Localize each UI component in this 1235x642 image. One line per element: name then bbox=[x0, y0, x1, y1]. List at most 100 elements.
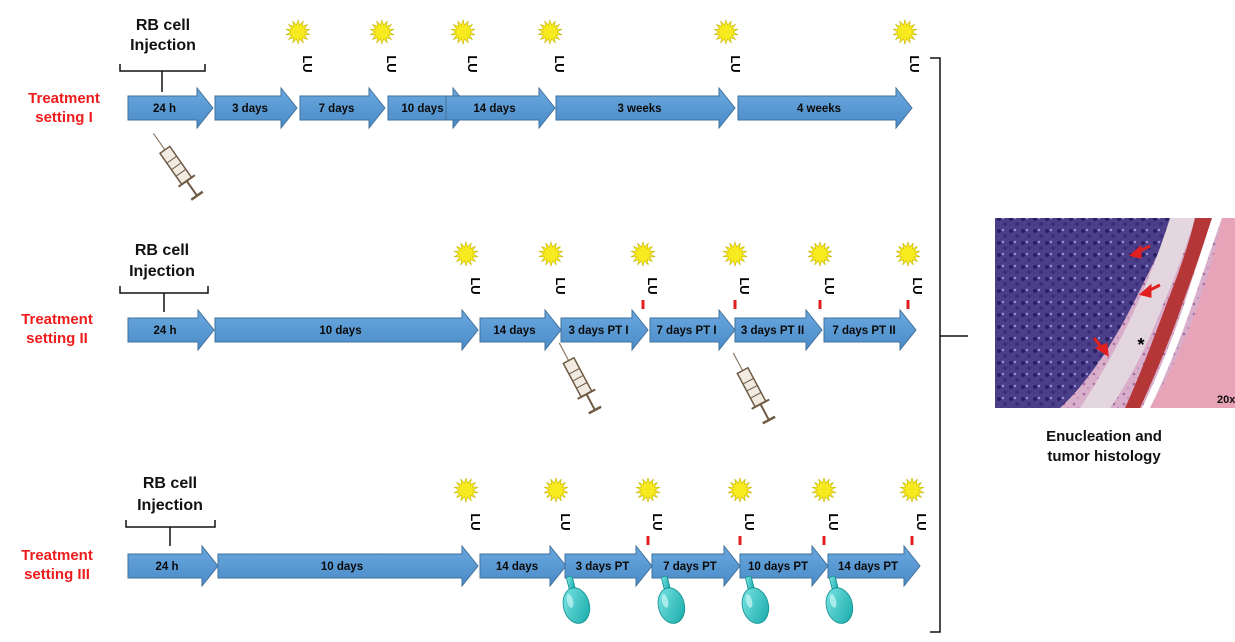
histology-caption-line1: Enucleation and bbox=[1046, 428, 1162, 445]
timeline-arrow: 3 days bbox=[214, 86, 298, 130]
lu-label: LU bbox=[737, 277, 752, 294]
injection-brace bbox=[119, 286, 209, 312]
asterisk-marker: * bbox=[1137, 335, 1144, 355]
arrow-label: 3 days PT bbox=[576, 561, 630, 573]
arrow-label: 7 days PT II bbox=[832, 325, 895, 337]
arrow-shape bbox=[214, 308, 479, 352]
arrow-label: 14 days PT bbox=[838, 561, 898, 573]
injection-label-line1: RB cell bbox=[143, 475, 197, 492]
lu-label: LU bbox=[910, 277, 925, 294]
sun-icon bbox=[811, 476, 837, 504]
arrow-label: 3 days bbox=[232, 103, 268, 115]
eye-dropper-icon bbox=[741, 575, 770, 624]
arrow-label: 10 days bbox=[321, 561, 363, 573]
timeline-arrow: 10 days PT bbox=[739, 544, 829, 588]
injection-label-line2: Injection bbox=[137, 497, 203, 514]
arrow-label: 7 days PT I bbox=[656, 325, 716, 337]
lu-marker: LU bbox=[453, 476, 483, 531]
eye-dropper-icon bbox=[562, 575, 591, 624]
sun-icon bbox=[727, 476, 753, 504]
injection-label-row-1: RB cell Injection bbox=[119, 17, 206, 92]
lu-label: LU bbox=[742, 513, 757, 530]
eye-dropper-icon bbox=[657, 575, 686, 624]
timeline-row-3: 24 h 10 days 14 days 3 days PT 7 days PT 10 d… bbox=[127, 544, 921, 588]
timeline-arrow: 14 days PT bbox=[827, 544, 921, 588]
timeline-arrow: 10 days bbox=[217, 544, 479, 588]
lu-label: LU bbox=[914, 513, 929, 530]
timeline-arrow: 3 days PT II bbox=[734, 308, 823, 352]
arrow-label: 24 h bbox=[153, 103, 176, 115]
eye-dropper-icon bbox=[825, 575, 854, 624]
injection-brace bbox=[119, 64, 206, 92]
arrow-shape bbox=[737, 86, 913, 130]
syringe-icon bbox=[152, 133, 204, 201]
lu-marker: LU bbox=[285, 18, 315, 73]
dropper-group bbox=[562, 575, 854, 624]
row-label-line1: Treatment bbox=[21, 547, 93, 564]
lu-marker: LU bbox=[895, 240, 925, 309]
arrow-shape bbox=[479, 544, 567, 588]
lu-label: LU bbox=[645, 277, 660, 294]
lu-marker: LU bbox=[450, 18, 480, 73]
sun-icon bbox=[450, 18, 476, 46]
sun-icon bbox=[543, 476, 569, 504]
arrow-shape bbox=[560, 308, 649, 352]
timeline-arrow: 7 days PT II bbox=[823, 308, 917, 352]
timeline-arrow: 14 days bbox=[479, 308, 562, 352]
row-label-line2: setting III bbox=[24, 566, 90, 583]
arrow-shape bbox=[823, 308, 917, 352]
arrow-label: 7 days PT bbox=[663, 561, 717, 573]
timeline-arrow: 7 days bbox=[299, 86, 386, 130]
pt-tick-mark bbox=[822, 536, 826, 545]
lu-label: LU bbox=[728, 55, 743, 72]
row-label-setting-1: Treatment setting I bbox=[28, 90, 100, 126]
pt-tick-mark bbox=[906, 300, 910, 309]
lu-label: LU bbox=[558, 513, 573, 530]
row-label-setting-3: Treatment setting III bbox=[21, 547, 93, 583]
arrow-shape bbox=[445, 86, 556, 130]
sun-icon bbox=[807, 240, 833, 268]
row-label-line1: Treatment bbox=[28, 90, 100, 107]
lu-label: LU bbox=[650, 513, 665, 530]
lu-marker: LU bbox=[630, 240, 660, 309]
right-brace bbox=[930, 57, 968, 633]
lu-marker: LU bbox=[722, 240, 752, 309]
arrow-label: 7 days bbox=[319, 103, 355, 115]
sun-icon bbox=[369, 18, 395, 46]
lu-label: LU bbox=[553, 277, 568, 294]
pt-tick-mark bbox=[641, 300, 645, 309]
timeline-arrow: 4 weeks bbox=[737, 86, 913, 130]
lu-marker: LU bbox=[538, 240, 568, 295]
pt-tick-mark bbox=[738, 536, 742, 545]
syringe-icon bbox=[732, 352, 776, 425]
arrow-label: 4 weeks bbox=[797, 103, 841, 115]
lu-marker: LU bbox=[727, 476, 757, 545]
pt-tick-mark bbox=[818, 300, 822, 309]
injection-label-line2: Injection bbox=[129, 263, 195, 280]
timeline-arrow: 24 h bbox=[127, 544, 219, 588]
arrow-shape bbox=[214, 86, 298, 130]
lu-marker: LU bbox=[807, 240, 837, 309]
timeline-arrow: 24 h bbox=[127, 86, 214, 130]
timeline-arrow: 3 days PT bbox=[564, 544, 653, 588]
sun-icon bbox=[630, 240, 656, 268]
lu-marker: LU bbox=[543, 476, 573, 531]
timeline-arrow: 3 weeks bbox=[555, 86, 736, 130]
sun-icon bbox=[537, 18, 563, 46]
sun-icon bbox=[453, 476, 479, 504]
sun-icon bbox=[722, 240, 748, 268]
row-label-line2: setting II bbox=[26, 330, 88, 347]
lu-marker: LU bbox=[811, 476, 841, 545]
injection-label-row-2: RB cell Injection bbox=[119, 242, 209, 312]
arrow-label: 10 days PT bbox=[748, 561, 808, 573]
arrow-label: 3 weeks bbox=[617, 103, 661, 115]
sun-icon bbox=[899, 476, 925, 504]
lu-marker: LU bbox=[369, 18, 399, 73]
arrow-shape bbox=[299, 86, 386, 130]
timeline-arrow: 14 days bbox=[479, 544, 567, 588]
arrow-label: 14 days bbox=[496, 561, 538, 573]
